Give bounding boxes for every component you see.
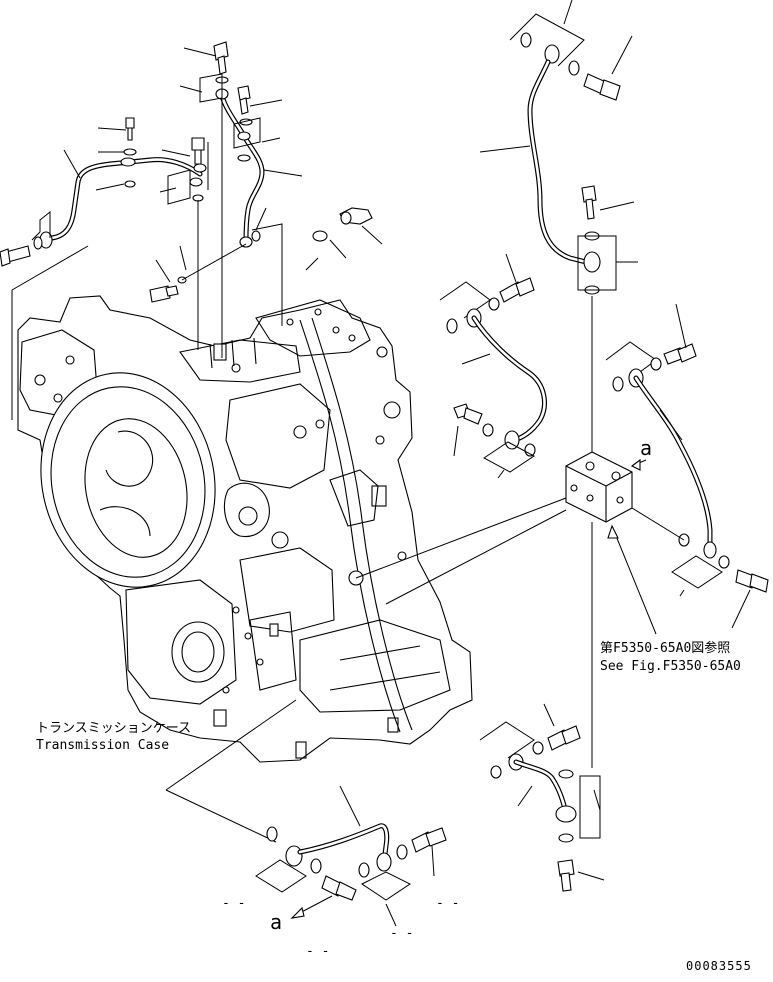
pipe-group-bottom	[165, 699, 447, 919]
dash-label-4: - -	[390, 926, 414, 941]
view-marker-upper: a	[640, 436, 653, 460]
valve-block-group	[355, 277, 769, 768]
dash-label-3: - -	[306, 944, 330, 959]
dash-label-2: - -	[436, 896, 460, 911]
pipe-group-upper-center	[149, 41, 373, 358]
pipe-group-upper-left	[0, 117, 207, 267]
see-figure-en: See Fig.F5350-65A0	[600, 659, 741, 674]
leader-lines	[11, 0, 751, 927]
case-label-en: Transmission Case	[36, 738, 170, 753]
transmission-case	[17, 295, 473, 763]
view-marker-lower: a	[270, 910, 283, 934]
see-figure-jp: 第F5350-65A0図参照	[600, 641, 731, 656]
pipe-group-upper-right	[509, 13, 621, 452]
drawing-number: 00083555	[686, 959, 752, 973]
dash-label-1: - -	[222, 896, 246, 911]
case-label-jp: トランスミッションケース	[36, 721, 192, 736]
pipe-group-lower-right	[479, 721, 601, 892]
